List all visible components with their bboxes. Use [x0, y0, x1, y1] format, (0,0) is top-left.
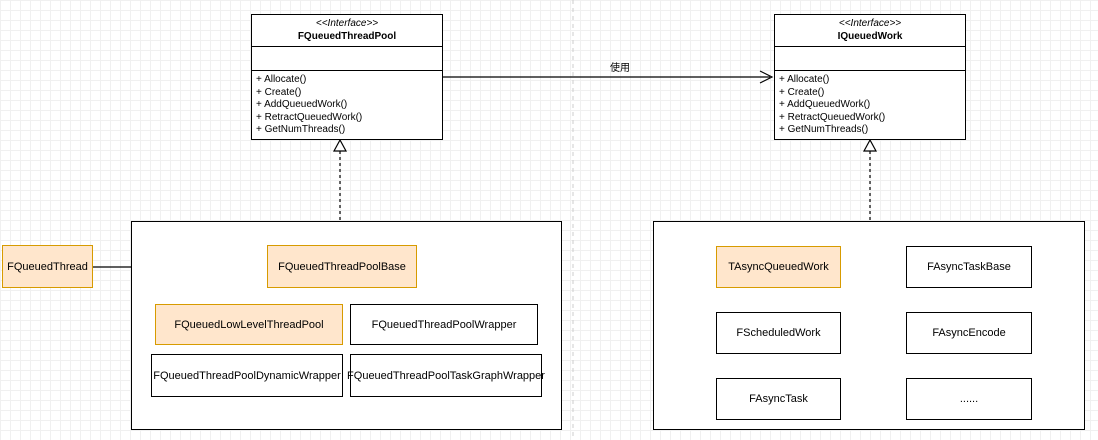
attributes-divider [252, 46, 442, 47]
fqueuedlowlevelthreadpool-node[interactable]: FQueuedLowLevelThreadPool [155, 304, 343, 345]
interface-name: FQueuedThreadPool [297, 31, 397, 42]
method-item: + AddQueuedWork() [779, 99, 871, 110]
fscheduledwork-node[interactable]: FScheduledWork [716, 312, 841, 354]
fqueuedthreadpoolbase-node[interactable]: FQueuedThreadPoolBase [267, 245, 417, 288]
pool-realization-head [332, 138, 348, 152]
fasynctaskbase-node[interactable]: FAsyncTaskBase [906, 246, 1032, 288]
methods-divider [252, 70, 442, 71]
method-item: + GetNumThreads() [779, 124, 869, 135]
fasyncencode-node[interactable]: FAsyncEncode [906, 312, 1032, 354]
method-item: + Create() [779, 86, 825, 98]
methods-divider [775, 70, 965, 71]
method-item: + Create() [256, 86, 302, 98]
method-item: + Allocate() [256, 74, 307, 85]
more-ellipsis-node[interactable]: ...... [906, 378, 1032, 420]
method-item: + GetNumThreads() [256, 124, 346, 135]
fqueuedthreadpooltaskgraphwrapper-node[interactable]: FQueuedThreadPoolTaskGraphWrapper [347, 354, 545, 397]
method-list: + Allocate() + Create() + AddQueuedWork(… [779, 74, 885, 137]
fasynctask-node[interactable]: FAsyncTask [716, 378, 841, 420]
method-list: + Allocate() + Create() + AddQueuedWork(… [256, 74, 362, 137]
work-realization-head [862, 138, 878, 152]
fqueuedthreadpooldynamicwrapper-node[interactable]: FQueuedThreadPoolDynamicWrapper [151, 354, 343, 397]
uses-label: 使用 [610, 63, 630, 74]
interface-name: IQueuedWork [837, 31, 903, 42]
attributes-divider [775, 46, 965, 47]
fqueuedthreadpool-interface[interactable]: <<Interface>> FQueuedThreadPool + Alloca… [251, 14, 443, 140]
fqueuedthread-node[interactable]: FQueuedThread [2, 245, 93, 288]
method-item: + Allocate() [779, 74, 830, 85]
method-item: + RetractQueuedWork() [779, 111, 886, 123]
interface-stereotype: <<Interface>> [838, 18, 902, 29]
uses-arrow-head [759, 70, 774, 84]
interface-stereotype: <<Interface>> [315, 18, 379, 29]
iqueuedwork-interface[interactable]: <<Interface>> IQueuedWork + Allocate() +… [774, 14, 966, 140]
fqueuedthreadpoolwrapper-node[interactable]: FQueuedThreadPoolWrapper [350, 304, 538, 345]
method-item: + AddQueuedWork() [256, 99, 348, 110]
method-item: + RetractQueuedWork() [256, 111, 363, 123]
tasyncqueuedwork-node[interactable]: TAsyncQueuedWork [716, 246, 841, 288]
